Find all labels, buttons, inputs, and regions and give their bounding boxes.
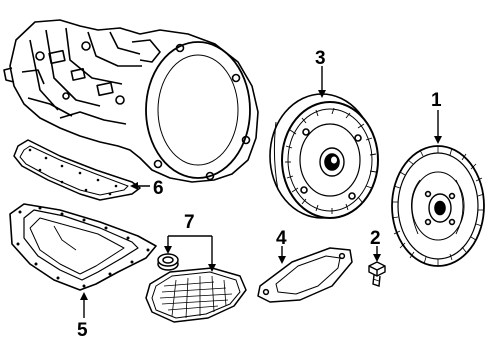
filter-gasket [257,247,353,303]
bolt [368,261,386,287]
leader-lines [80,66,442,318]
callout-3: 3 [315,48,326,69]
callout-labels: 1 2 3 4 5 6 7 [77,48,442,341]
callout-1: 1 [431,90,442,111]
oil-pan [9,203,157,291]
torque-converter [269,93,379,219]
transmission-case [3,19,259,183]
callout-4: 4 [276,228,287,249]
filter-assembly [145,253,247,323]
callout-6: 6 [153,178,164,199]
pan-gasket [13,139,141,201]
callout-2: 2 [370,228,381,249]
callout-7: 7 [184,212,195,233]
callout-5: 5 [77,320,88,341]
flywheel [391,145,485,267]
